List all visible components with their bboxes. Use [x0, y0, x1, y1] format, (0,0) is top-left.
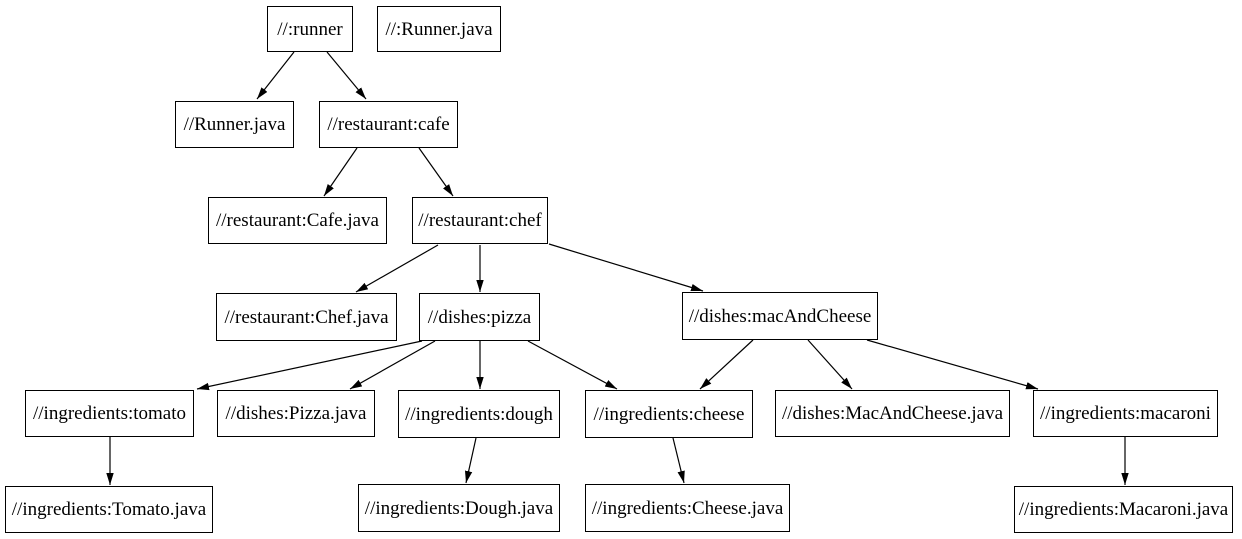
- node-pizza: //dishes:pizza: [419, 293, 540, 341]
- edge-cheese-to-cheese-java: [672, 437, 685, 484]
- edge-mac-and-cheese-to-mac-and-cheese-java: [807, 339, 853, 390]
- node-runner-java-file: //:Runner.java: [377, 6, 501, 52]
- edge-cafe-to-cafe-java: [323, 147, 358, 197]
- node-macaroni-java: //ingredients:Macaroni.java: [1014, 486, 1233, 533]
- node-dough-java: //ingredients:Dough.java: [358, 484, 560, 532]
- node-tomato: //ingredients:tomato: [25, 390, 194, 437]
- edge-pizza-to-cheese: [527, 340, 618, 390]
- node-macaroni: //ingredients:macaroni: [1033, 390, 1218, 437]
- node-chef-java: //restaurant:Chef.java: [216, 293, 397, 341]
- edge-runner-to-runner-java: [256, 51, 295, 100]
- edge-chef-to-mac-and-cheese: [548, 243, 704, 292]
- node-runner: //:runner: [267, 6, 353, 52]
- node-dough: //ingredients:dough: [398, 390, 560, 438]
- edge-chef-to-chef-java: [355, 244, 439, 293]
- edge-mac-and-cheese-to-cheese: [699, 339, 754, 390]
- node-cafe: //restaurant:cafe: [319, 101, 458, 148]
- node-cheese-java: //ingredients:Cheese.java: [585, 484, 790, 532]
- node-mac-and-cheese: //dishes:macAndCheese: [682, 292, 878, 340]
- edge-pizza-to-tomato: [196, 340, 423, 391]
- node-cafe-java: //restaurant:Cafe.java: [208, 197, 387, 244]
- node-runner-java: //Runner.java: [175, 101, 294, 148]
- edge-runner-to-cafe: [326, 51, 367, 100]
- edge-dough-to-dough-java: [464, 437, 477, 484]
- edge-cafe-to-chef: [418, 147, 454, 197]
- node-mac-and-cheese-java: //dishes:MacAndCheese.java: [775, 390, 1010, 437]
- node-tomato-java: //ingredients:Tomato.java: [5, 486, 213, 533]
- node-pizza-java: //dishes:Pizza.java: [217, 390, 375, 437]
- edge-mac-and-cheese-to-macaroni: [866, 339, 1039, 390]
- edge-pizza-to-pizza-java: [349, 340, 436, 390]
- node-chef: //restaurant:chef: [412, 197, 548, 244]
- node-cheese: //ingredients:cheese: [585, 390, 753, 438]
